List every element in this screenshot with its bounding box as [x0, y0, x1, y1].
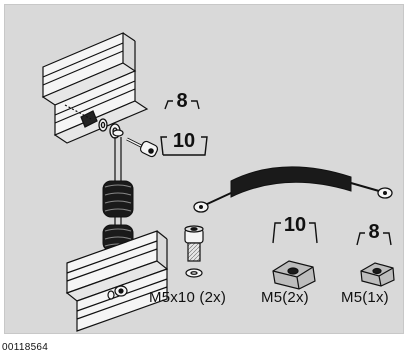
- lower-profile-rail: [65, 230, 169, 332]
- wrench-size-label: 8: [368, 221, 379, 243]
- wrench-size-label: 10: [173, 130, 195, 152]
- wrench-size-label: 8: [176, 90, 187, 112]
- part-caption-tnut-1x: M5(1x): [341, 289, 389, 306]
- part-caption-screw: M5x10 (2x): [149, 289, 227, 306]
- screw-m5x10: [184, 225, 204, 278]
- wrench-symbol-lower-b: 8: [356, 221, 392, 246]
- tnut-m5-1x: [360, 262, 395, 287]
- upper-tnut: [64, 104, 98, 128]
- wrench-symbol-upper-b: 10: [160, 130, 208, 156]
- ground-strap: [193, 166, 393, 213]
- lower-screw: [107, 285, 128, 300]
- wrench-symbol-upper-a: 8: [164, 90, 200, 112]
- upper-profile-rail: [41, 32, 149, 144]
- upper-screw: [126, 137, 159, 158]
- ground-lead-vertical: [112, 129, 124, 181]
- assembly-diagram: 8 10 10 8: [41, 32, 395, 332]
- wrench-symbol-lower-a: 10: [272, 214, 318, 244]
- part-caption-tnut-2x: M5(2x): [261, 289, 309, 306]
- diagram-panel: 8 10 10 8: [4, 4, 404, 334]
- document-number: 00118564: [2, 342, 49, 353]
- tnut-m5-2x: [272, 260, 316, 290]
- spring-coil-upper: [102, 180, 134, 218]
- wrench-size-label: 10: [284, 214, 306, 236]
